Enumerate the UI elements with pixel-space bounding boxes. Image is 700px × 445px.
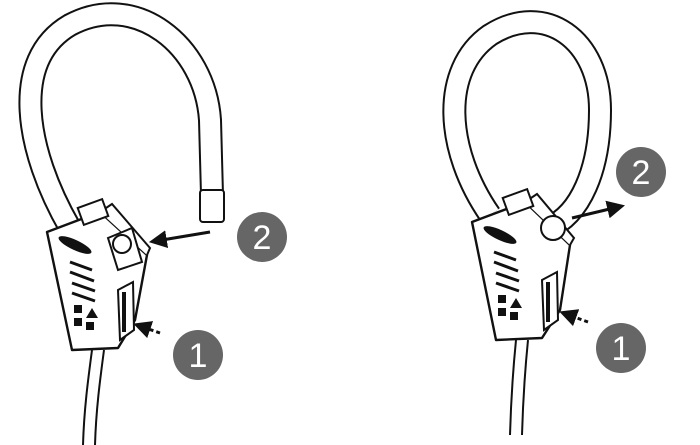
left-label-lines <box>69 260 96 303</box>
right-step-badge-1: 1 <box>596 323 646 373</box>
left-clamp-body <box>45 197 152 352</box>
svg-text:1: 1 <box>189 337 208 375</box>
left-safety-symbols <box>74 305 98 330</box>
right-socket-inserted <box>540 215 566 241</box>
left-brand-logo <box>58 236 92 254</box>
left-press-arrow <box>133 321 161 339</box>
right-clamp-body <box>470 187 576 342</box>
right-press-arrow <box>559 309 589 327</box>
right-step-badge-2: 2 <box>616 147 666 197</box>
left-loop-end-cap <box>199 189 225 223</box>
svg-text:2: 2 <box>632 154 651 192</box>
right-label-lines <box>493 250 520 293</box>
right-pull-arrow <box>571 200 626 220</box>
right-figure-closed-loop: 2 1 <box>442 10 666 436</box>
left-step-badge-2: 2 <box>237 212 287 262</box>
right-cable <box>509 339 529 436</box>
svg-text:2: 2 <box>253 219 272 257</box>
right-safety-symbols <box>498 295 522 320</box>
left-cable <box>82 349 105 445</box>
left-insert-arrow <box>148 230 211 249</box>
left-socket <box>112 234 132 254</box>
left-step-badge-1: 1 <box>173 330 223 380</box>
left-flexible-loop <box>18 2 225 234</box>
svg-text:1: 1 <box>612 330 631 368</box>
right-brand-logo <box>483 226 517 244</box>
right-flexible-loop <box>442 10 613 240</box>
left-figure-open-loop: 2 1 <box>18 2 287 445</box>
